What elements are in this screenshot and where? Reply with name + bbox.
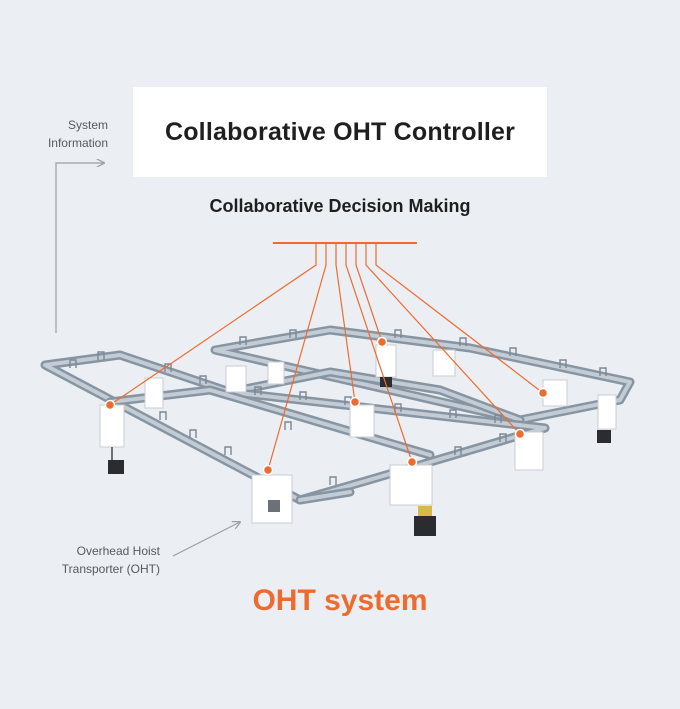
controller-link [345, 243, 413, 463]
system-information-line: Information [47, 136, 108, 150]
oht-status-node [349, 396, 361, 408]
rail-connector [295, 487, 355, 505]
oht-vehicle [432, 349, 456, 377]
oht-vehicle [349, 404, 375, 438]
decision-making-label: Collaborative Decision Making [209, 196, 471, 216]
controller-title: Collaborative OHT Controller [164, 117, 516, 146]
rail-hangers [69, 329, 607, 485]
controller-link [335, 243, 356, 403]
controller-links [109, 242, 544, 471]
controller-link [355, 243, 383, 343]
system-info-arrow [55, 163, 104, 333]
rail-track [40, 325, 635, 505]
system-information-label: System Information [20, 116, 108, 152]
controller-box: Collaborative OHT Controller [133, 87, 547, 177]
oht-system-title: OHT system [252, 584, 428, 617]
oht-status-node [406, 456, 418, 468]
oht-vehicle [251, 474, 293, 524]
oht-vehicle [267, 361, 285, 385]
oht-label-line: Overhead Hoist [76, 544, 160, 558]
oht-vehicles [99, 344, 617, 536]
controller-link [375, 243, 544, 394]
oht-label-line: Transporter (OHT) [61, 562, 160, 576]
system-information-line: System [67, 118, 108, 132]
oht-status-node [104, 399, 116, 411]
oht-status-node [514, 428, 526, 440]
oht-status-node [537, 387, 549, 399]
oht-vehicle [225, 365, 247, 393]
oht-status-nodes [104, 336, 549, 476]
oht-vehicle [389, 464, 436, 536]
oht-vehicle [597, 394, 617, 443]
oht-annotation-arrow [172, 522, 240, 557]
controller-link [109, 243, 317, 406]
oht-status-node [262, 464, 274, 476]
controller-link [267, 243, 327, 471]
oht-vehicle [144, 377, 164, 409]
oht-label: Overhead Hoist Transporter (OHT) [40, 542, 160, 578]
oht-vehicle [99, 404, 125, 474]
oht-status-node [376, 336, 388, 348]
controller-link [365, 243, 521, 435]
